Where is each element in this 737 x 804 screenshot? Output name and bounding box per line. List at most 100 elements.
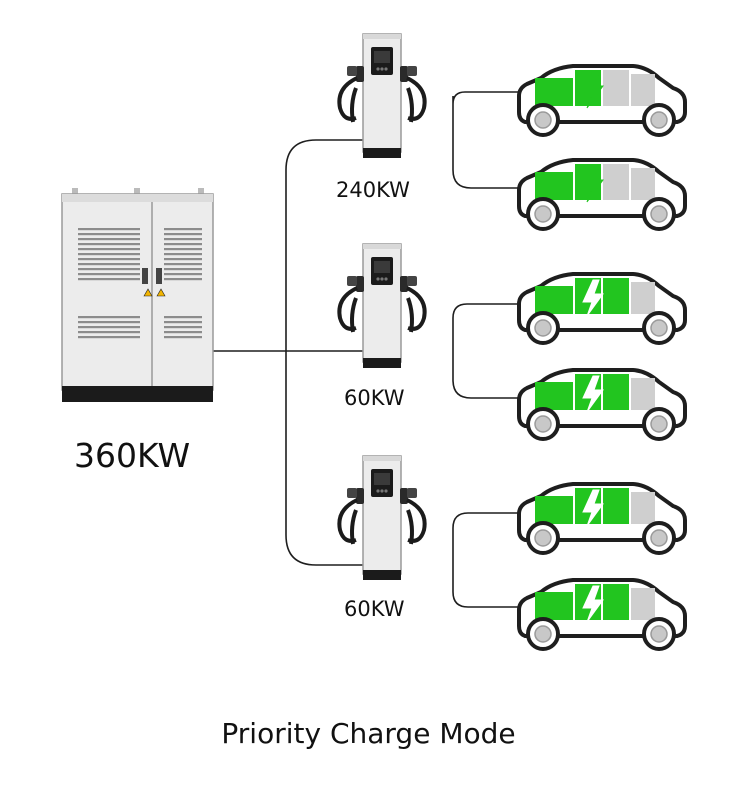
charger-2-power-label: 60KW xyxy=(344,386,405,410)
lightning-bolt-icon xyxy=(582,375,604,413)
cabinet-vent-slot xyxy=(164,233,202,236)
wire-bus-to-charger-1 xyxy=(285,139,363,351)
warning-icon xyxy=(156,288,166,297)
battery-cell-empty xyxy=(603,164,629,200)
cabinet-vent-slot xyxy=(164,273,202,276)
cabinet-vent-slot xyxy=(78,233,140,236)
battery-cell-charged xyxy=(535,78,573,106)
wheel-hub xyxy=(534,319,552,337)
wheel-hub xyxy=(534,111,552,129)
warning-icon xyxy=(143,288,153,297)
cabinet-vent-slot xyxy=(78,258,140,261)
wheel-hub xyxy=(650,111,668,129)
car-3-2 xyxy=(517,578,687,651)
battery-cell-charged xyxy=(535,172,573,200)
cabinet-vent-slot xyxy=(164,278,202,281)
battery-cell-empty xyxy=(631,588,655,620)
cabinet-vent-slot xyxy=(78,238,140,241)
lightning-bolt-icon xyxy=(582,165,604,203)
cabinet-vent-slot xyxy=(164,326,202,329)
cabinet-vent-slot xyxy=(78,228,140,231)
cabinet-vent-slot xyxy=(164,228,202,231)
cabinet-vent-slot xyxy=(78,268,140,271)
wheel-hub xyxy=(534,415,552,433)
wire-charger-1-to-cars xyxy=(452,91,520,189)
battery-cell-empty xyxy=(603,70,629,106)
cabinet-vent-slot xyxy=(164,258,202,261)
cabinet-vent-slot xyxy=(164,331,202,334)
wheel-hub xyxy=(650,415,668,433)
cabinet-power-label: 360KW xyxy=(74,436,191,475)
charger-1-power-label: 240KW xyxy=(336,178,410,202)
cabinet-vent-slot xyxy=(78,263,140,266)
cabinet-bolt xyxy=(134,188,140,194)
diagram-caption: Priority Charge Mode xyxy=(221,717,516,750)
battery-cell-charged xyxy=(603,278,629,314)
cabinet-vent-slot xyxy=(78,253,140,256)
cabinet-vent-slot xyxy=(78,243,140,246)
cabinet-vent-slot xyxy=(164,248,202,251)
charger-2 xyxy=(337,242,427,370)
battery-cell-charged xyxy=(535,592,573,620)
wheel-hub xyxy=(650,205,668,223)
cabinet-vent-slot xyxy=(78,316,140,319)
battery-cell-charged xyxy=(603,488,629,524)
cabinet-bolt xyxy=(198,188,204,194)
cabinet-handle xyxy=(156,268,162,284)
wiring xyxy=(213,91,520,608)
battery-cell-empty xyxy=(631,74,655,106)
battery-cell-charged xyxy=(535,496,573,524)
car-1-1 xyxy=(517,64,687,137)
cars xyxy=(517,64,687,651)
cabinet-vent-slot xyxy=(164,268,202,271)
charger-3-power-label: 60KW xyxy=(344,597,405,621)
battery-cell-charged xyxy=(535,382,573,410)
cabinet-vent-slot xyxy=(164,253,202,256)
cabinet-bolt xyxy=(72,188,78,194)
cabinet-body xyxy=(61,193,214,391)
car-2-2 xyxy=(517,368,687,441)
wheel-hub xyxy=(534,205,552,223)
wheel-hub xyxy=(534,625,552,643)
cabinet-vent-slot xyxy=(164,238,202,241)
wheel-hub xyxy=(650,319,668,337)
cabinet-vent-slot xyxy=(164,243,202,246)
battery-cell-empty xyxy=(631,492,655,524)
wire-charger-3-to-cars xyxy=(452,512,520,608)
cabinet-vent-slot xyxy=(78,248,140,251)
cabinet-vent-slot xyxy=(78,278,140,281)
car-1-2 xyxy=(517,158,687,231)
cabinet-vent-slot xyxy=(164,263,202,266)
wheel-hub xyxy=(534,529,552,547)
lightning-bolt-icon xyxy=(582,71,604,109)
battery-cell-charged xyxy=(535,286,573,314)
cabinet-vent-slot xyxy=(164,336,202,339)
cabinet-vent-slot xyxy=(78,331,140,334)
cabinet-vent-slot xyxy=(78,326,140,329)
lightning-bolt-icon xyxy=(582,279,604,317)
lightning-bolt-icon xyxy=(582,585,604,623)
cabinet-vent-slot xyxy=(164,316,202,319)
cabinet-vent-slot xyxy=(78,336,140,339)
battery-cell-empty xyxy=(631,168,655,200)
chargers xyxy=(337,32,427,582)
wire-bus-to-charger-3 xyxy=(285,351,363,566)
cabinet-base xyxy=(62,386,213,402)
wheel-hub xyxy=(650,529,668,547)
car-2-1 xyxy=(517,272,687,345)
battery-cell-empty xyxy=(631,282,655,314)
car-3-1 xyxy=(517,482,687,555)
power-cabinet xyxy=(61,188,214,402)
wheel-hub xyxy=(650,625,668,643)
wire-charger-2-to-cars xyxy=(452,303,520,399)
cabinet-vent-slot xyxy=(78,273,140,276)
battery-cell-charged xyxy=(603,374,629,410)
battery-cell-empty xyxy=(631,378,655,410)
charger-3 xyxy=(337,454,427,582)
lightning-bolt-icon xyxy=(582,489,604,527)
cabinet-vent-slot xyxy=(164,321,202,324)
battery-cell-charged xyxy=(603,584,629,620)
cabinet-vent-slot xyxy=(78,321,140,324)
